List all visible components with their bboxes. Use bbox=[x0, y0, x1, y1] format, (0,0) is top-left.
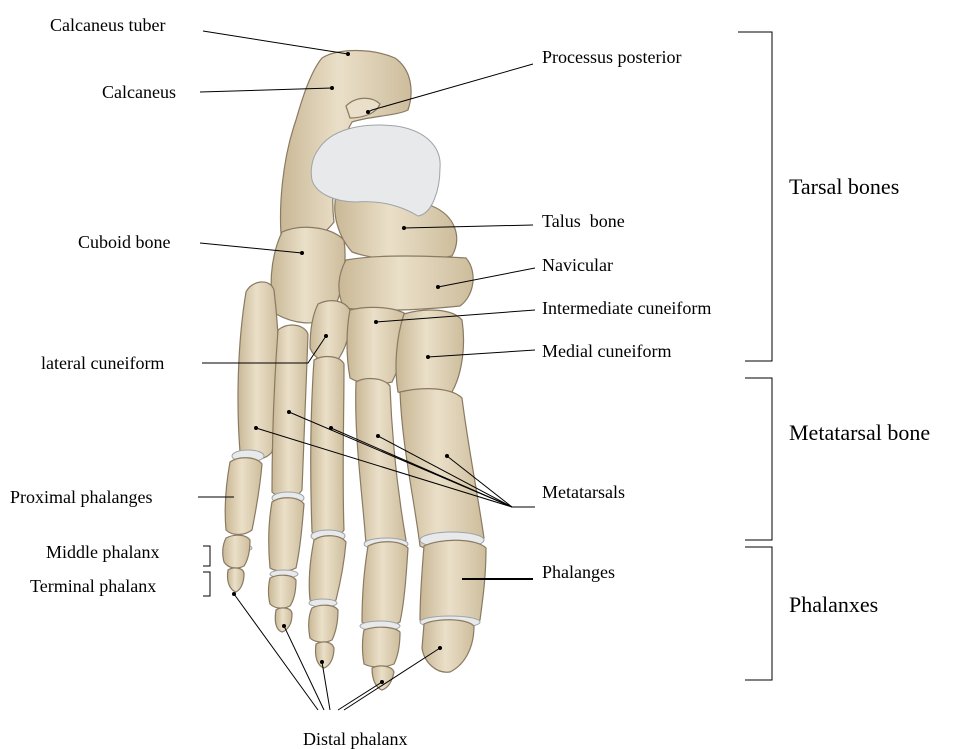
dot-metatarsal-d bbox=[376, 434, 380, 438]
toe-5-middle-phalanx bbox=[223, 535, 250, 568]
label-proximal-phalanges: Proximal phalanges bbox=[10, 487, 152, 507]
label-metatarsals: Metatarsals bbox=[542, 482, 625, 502]
toe-2-proximal-phalanx bbox=[362, 542, 408, 627]
label-phalanges: Phalanges bbox=[542, 562, 615, 582]
label-lateral-cuneiform: lateral cuneiform bbox=[41, 353, 164, 373]
medial-cuneiform-bone bbox=[396, 310, 464, 396]
bracket-terminal-phalanx bbox=[203, 572, 210, 596]
dot-navicular bbox=[436, 285, 440, 289]
dot-metatarsal-b bbox=[287, 410, 291, 414]
dot-metatarsal-a bbox=[254, 426, 258, 430]
label-middle-phalanx: Middle phalanx bbox=[46, 542, 159, 562]
group-label-phalanxes: Phalanxes bbox=[789, 592, 878, 617]
toe-5-distal-phalanx bbox=[227, 568, 244, 592]
toe-2-middle-phalanx bbox=[363, 627, 401, 667]
group-brackets bbox=[738, 32, 772, 680]
toe-5-proximal-phalanx bbox=[225, 458, 262, 535]
label-distal-phalanx: Distal phalanx bbox=[303, 729, 407, 749]
dot-distal-3 bbox=[320, 660, 324, 664]
dot-calcaneus-tuber bbox=[346, 52, 350, 56]
navicular-bone bbox=[339, 256, 473, 310]
foot-bones-illustration bbox=[223, 51, 486, 691]
label-medial-cuneiform: Medial cuneiform bbox=[542, 341, 671, 361]
toe-3-middle-phalanx bbox=[309, 605, 338, 642]
dot-metatarsal-e bbox=[445, 454, 449, 458]
label-calcaneus-tuber: Calcaneus tuber bbox=[50, 15, 165, 35]
dot-cuboid-bone bbox=[300, 251, 304, 255]
leader-calcaneus-tuber bbox=[203, 31, 348, 54]
dot-intermediate-cuneiform bbox=[374, 320, 378, 324]
bracket-metatarsal-bone bbox=[745, 378, 772, 540]
dot-metatarsal-c bbox=[329, 426, 333, 430]
leader-distal-4 bbox=[338, 682, 382, 710]
toe-3-distal-phalanx bbox=[315, 642, 334, 668]
dot-distal-1 bbox=[232, 592, 236, 596]
bracket-tarsal-bones bbox=[738, 32, 772, 361]
label-intermediate-cuneiform: Intermediate cuneiform bbox=[542, 298, 711, 318]
dot-processus-posterior bbox=[366, 110, 370, 114]
toe-4-distal-phalanx bbox=[275, 608, 292, 632]
bracket-middle-phalanx bbox=[203, 546, 210, 566]
label-talus-bone: Talus bone bbox=[542, 211, 625, 231]
label-terminal-phalanx: Terminal phalanx bbox=[30, 576, 156, 596]
dot-medial-cuneiform bbox=[426, 355, 430, 359]
toe-3-proximal-phalanx bbox=[309, 536, 346, 603]
metatarsal-3 bbox=[311, 357, 344, 538]
toe-4-middle-phalanx bbox=[269, 575, 297, 608]
label-calcaneus: Calcaneus bbox=[102, 82, 176, 102]
bracket-phalanxes bbox=[745, 547, 772, 680]
group-label-metatarsal-bone: Metatarsal bone bbox=[789, 420, 930, 445]
toe-1-proximal-phalanx bbox=[420, 540, 486, 626]
leader-distal-3 bbox=[322, 662, 330, 710]
metatarsal-2 bbox=[356, 379, 406, 550]
dot-talus-bone bbox=[402, 226, 406, 230]
label-cuboid-bone: Cuboid bone bbox=[78, 232, 171, 252]
label-processus-posterior: Processus posterior bbox=[542, 47, 681, 67]
dot-lateral-cuneiform bbox=[324, 334, 328, 338]
lateral-cuneiform-bone bbox=[310, 301, 350, 363]
label-navicular: Navicular bbox=[542, 255, 613, 275]
dot-calcaneus bbox=[330, 86, 334, 90]
dot-distal-4 bbox=[380, 680, 384, 684]
dot-distal-2 bbox=[282, 624, 286, 628]
toe-4-proximal-phalanx bbox=[269, 498, 304, 571]
dot-distal-5 bbox=[438, 646, 442, 650]
toe-1-distal-phalanx bbox=[422, 620, 474, 672]
group-label-tarsal-bones: Tarsal bones bbox=[789, 174, 899, 199]
